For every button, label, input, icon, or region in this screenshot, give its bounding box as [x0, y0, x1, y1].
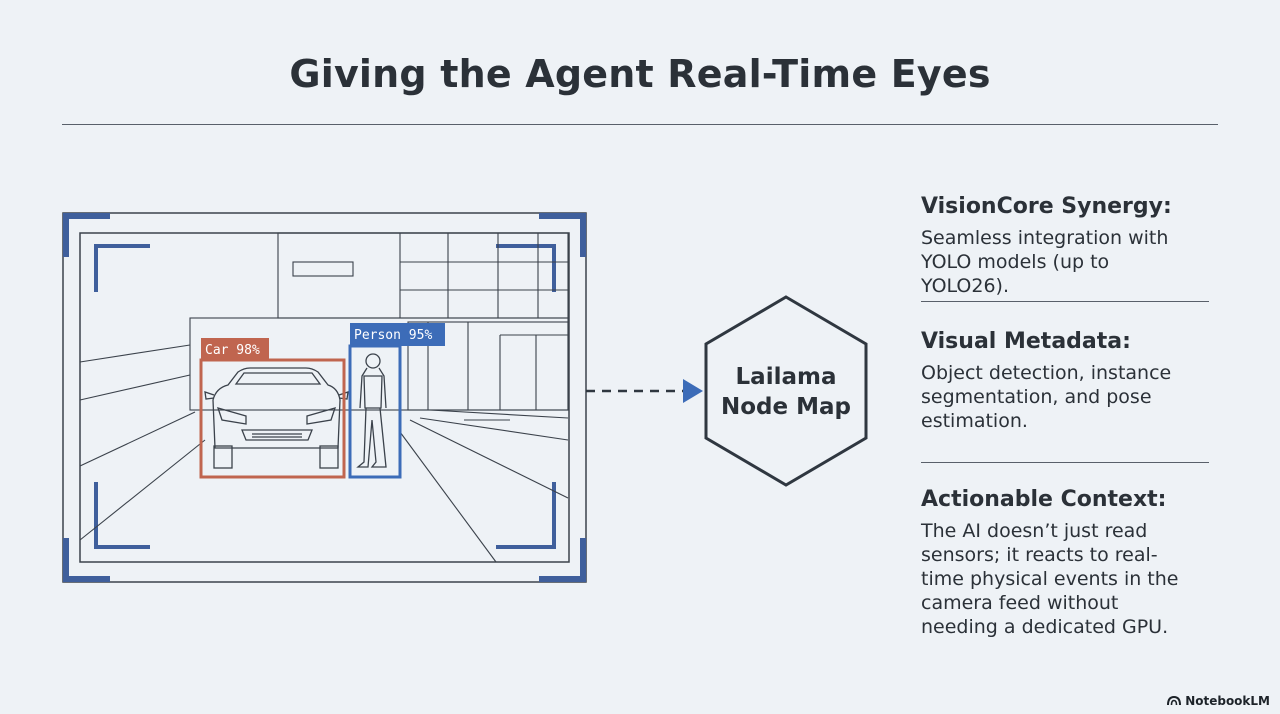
brand-name: NotebookLM: [1185, 694, 1270, 708]
feature-body: The AI doesn’t just read sensors; it rea…: [921, 520, 1179, 638]
detection-person: Person 95%: [348, 323, 445, 479]
notebooklm-watermark: NotebookLM: [1167, 694, 1270, 708]
feature-heading: Actionable Context:: [921, 487, 1167, 512]
camera-frame: [62, 212, 587, 583]
viewfinder-brackets: [94, 244, 556, 549]
feature-body: Seamless integration with YOLO models (u…: [921, 227, 1169, 297]
node-hexagon: [704, 295, 868, 487]
feature-divider: [921, 301, 1209, 302]
frame-corner-brackets: [63, 213, 586, 582]
feature-body: Object detection, instance segmentation,…: [921, 362, 1172, 432]
title-divider: [62, 124, 1218, 125]
detection-person-label: Person 95%: [354, 328, 432, 343]
feature-heading: VisionCore Synergy:: [921, 194, 1172, 219]
feature-visioncore: VisionCore Synergy: Seamless integration…: [921, 194, 1221, 298]
feature-heading: Visual Metadata:: [921, 329, 1131, 354]
node-label-line1: Lailama: [735, 364, 837, 390]
node-label-line2: Node Map: [721, 394, 851, 420]
notebooklm-logo-icon: [1167, 696, 1182, 706]
node-label: Lailama Node Map: [704, 362, 868, 422]
feature-actionable-context: Actionable Context: The AI doesn’t just …: [921, 487, 1221, 639]
person-illustration: [356, 353, 387, 468]
street-scene: [79, 232, 569, 563]
detection-car: Car 98%: [199, 338, 346, 479]
detection-car-label: Car 98%: [205, 343, 260, 358]
car-illustration: [204, 367, 349, 469]
feature-visual-metadata: Visual Metadata: Object detection, insta…: [921, 329, 1221, 433]
arrowhead-icon: [683, 379, 703, 403]
feature-divider: [921, 462, 1209, 463]
slide-title: Giving the Agent Real-Time Eyes: [289, 52, 991, 96]
